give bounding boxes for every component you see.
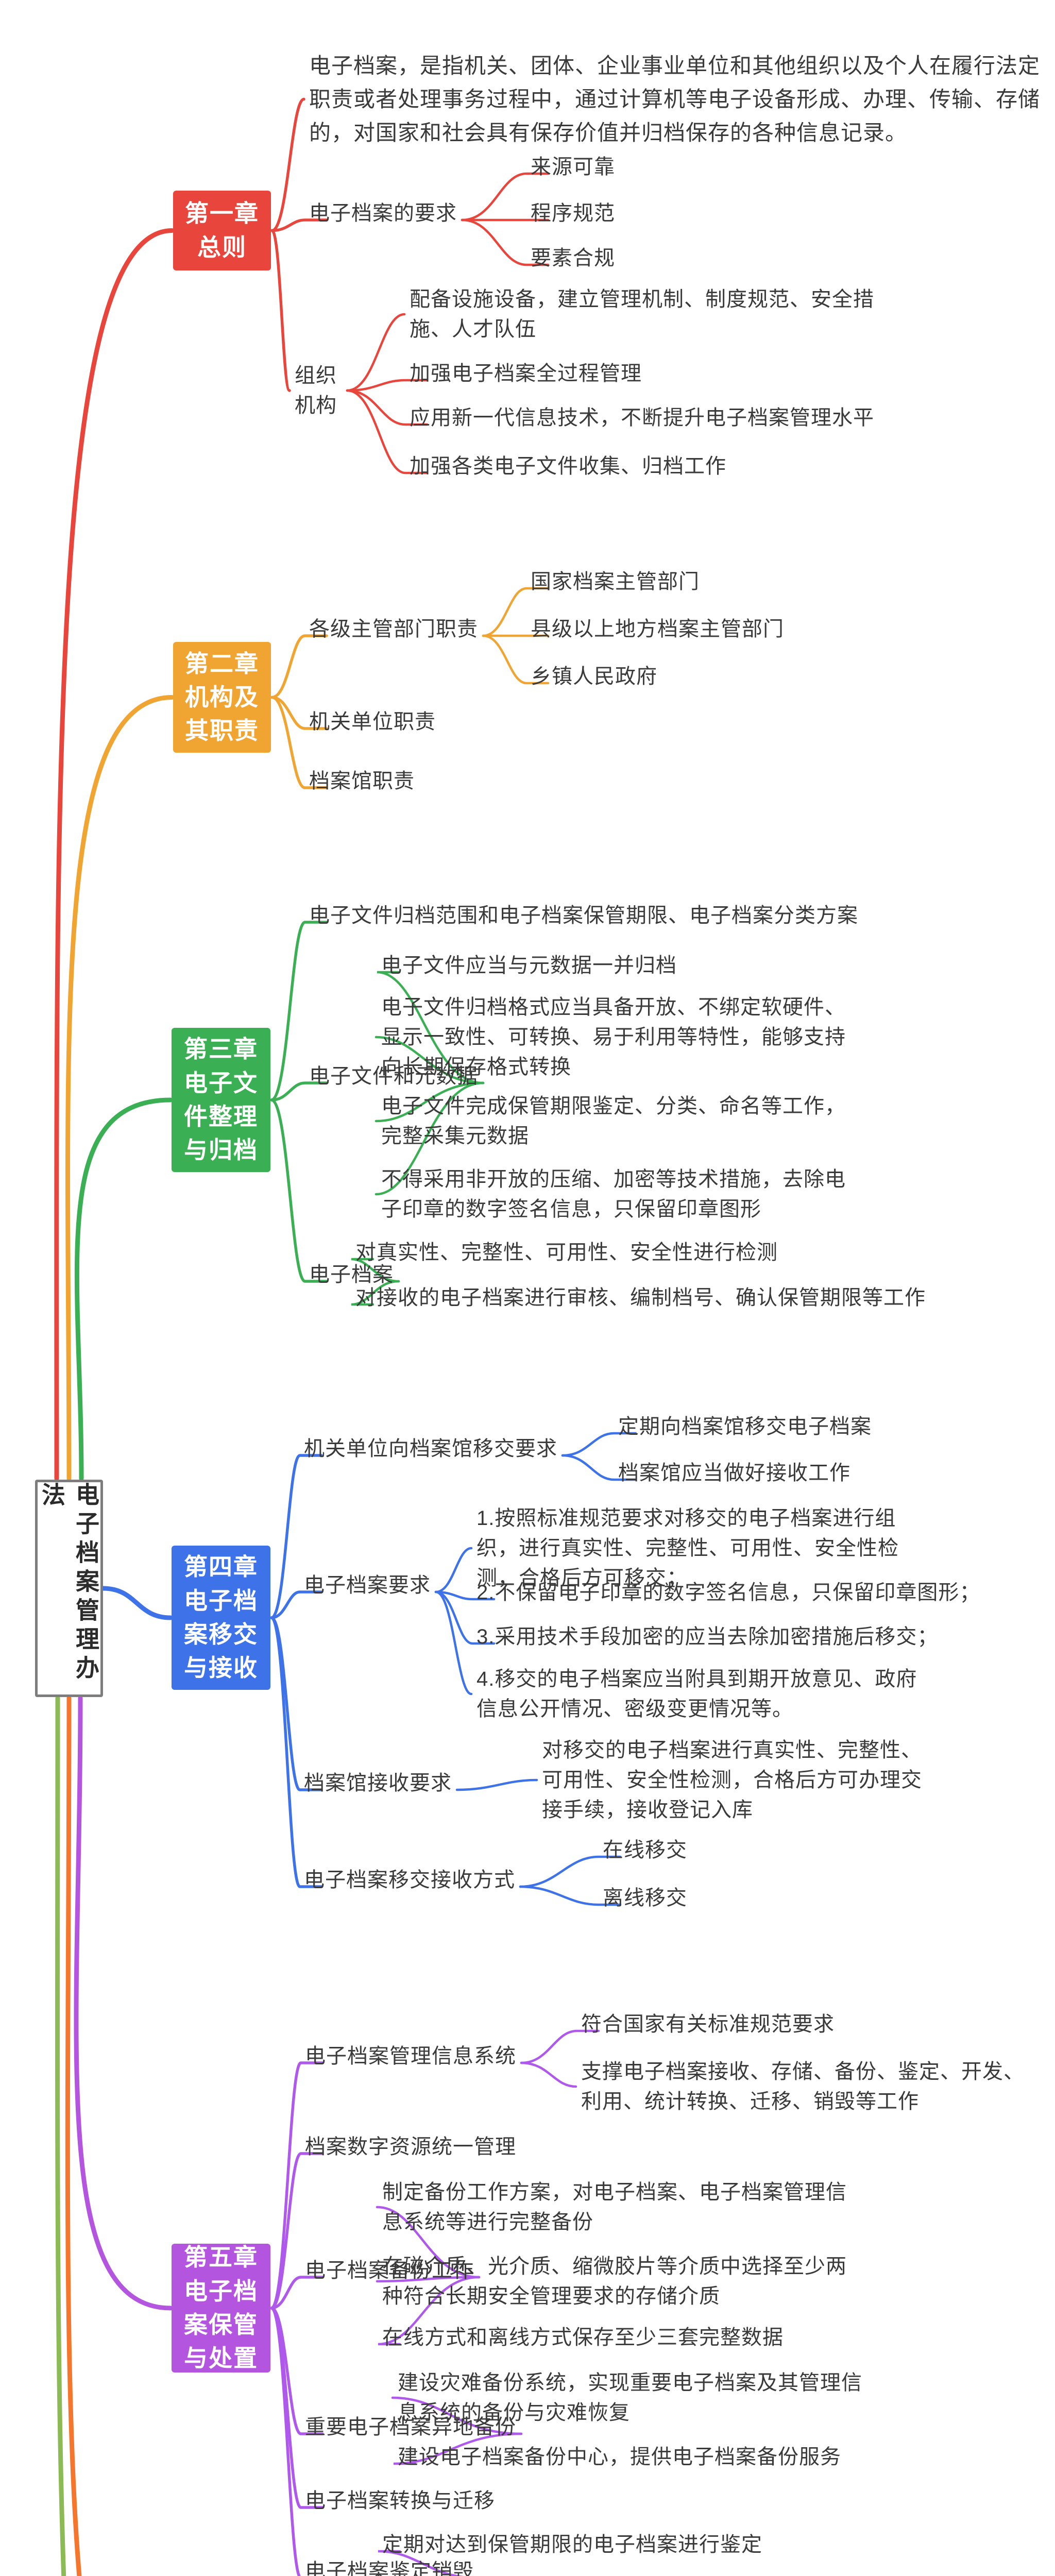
ch4-transfer-label[interactable]: 机关单位向档案馆移交要求	[304, 1437, 557, 1460]
ch2-archive-duty[interactable]: 档案馆职责	[309, 770, 415, 792]
ch5-backup-label[interactable]: 电子档案备份工作	[305, 2259, 474, 2282]
ch2-department-item[interactable]: 国家档案主管部门	[531, 570, 700, 593]
chapter-5-node[interactable]: 第五章电子档案保管与处置	[172, 2244, 270, 2372]
chapter-3-node[interactable]: 第三章电子文件整理与归档	[172, 1028, 270, 1172]
ch4-receiving-item[interactable]: 对移交的电子档案进行真实性、完整性、可用性、安全性检测，合格后方可办理交接手续，…	[542, 1739, 922, 1821]
ch3-earchive-label[interactable]: 电子档案	[309, 1263, 394, 1286]
ch4-method-item[interactable]: 离线移交	[603, 1887, 687, 1909]
ch4-methods-label[interactable]: 电子档案移交接收方式	[304, 1869, 515, 1891]
ch3-metadata-item[interactable]: 电子文件应当与元数据一并归档	[381, 954, 677, 977]
ch3-earchive-item[interactable]: 对真实性、完整性、可用性、安全性进行检测	[355, 1241, 778, 1264]
ch5-offsite-item[interactable]: 建设灾难备份系统，实现重要电子档案及其管理信息系统的备份与灾难恢复	[398, 2371, 862, 2424]
ch1-requirement-item[interactable]: 要素合规	[531, 247, 615, 269]
ch4-requirement-item[interactable]: 3.采用技术手段加密的应当去除加密措施后移交；	[477, 1625, 939, 1648]
ch1-organization-item[interactable]: 加强电子档案全过程管理	[410, 362, 642, 385]
ch5-offsite-label[interactable]: 重要电子档案异地备份	[305, 2416, 516, 2438]
ch1-organization-item[interactable]: 应用新一代信息技术，不断提升电子档案管理水平	[410, 406, 874, 429]
ch4-requirement-item[interactable]: 1.按照标准规范要求对移交的电子档案进行组织，进行真实性、完整性、可用性、安全性…	[477, 1507, 899, 1589]
ch5-backup-item[interactable]: 在磁介质、光介质、缩微胶片等介质中选择至少两种符合长期安全管理要求的存储介质	[382, 2255, 847, 2308]
ch4-requirement-item[interactable]: 4.移交的电子档案应当附具到期开放意见、政府信息公开情况、密级变更情况等。	[477, 1668, 917, 1720]
ch5-system-label[interactable]: 电子档案管理信息系统	[305, 2045, 516, 2067]
ch3-scope[interactable]: 电子文件归档范围和电子档案保管期限、电子档案分类方案	[309, 904, 858, 927]
ch4-transfer-item[interactable]: 定期向档案馆移交电子档案	[618, 1415, 872, 1438]
ch5-backup-item[interactable]: 在线方式和离线方式保存至少三套完整数据	[382, 2326, 784, 2349]
chapter-4-node[interactable]: 第四章电子档案移交与接收	[172, 1546, 270, 1690]
ch2-departments-label[interactable]: 各级主管部门职责	[309, 618, 478, 640]
ch3-metadata-item[interactable]: 电子文件归档格式应当具备开放、不绑定软硬件、显示一致性、可转换、易于利用等特性，…	[381, 996, 846, 1078]
ch1-requirement-item[interactable]: 程序规范	[531, 202, 615, 225]
ch5-conversion-migration[interactable]: 电子档案转换与迁移	[305, 2489, 495, 2512]
ch5-unified-management[interactable]: 档案数字资源统一管理	[305, 2136, 516, 2158]
ch4-receiving-label[interactable]: 档案馆接收要求	[304, 1772, 452, 1794]
ch1-requirements-label[interactable]: 电子档案的要求	[309, 202, 457, 225]
ch5-system-item[interactable]: 符合国家有关标准规范要求	[581, 2013, 835, 2036]
ch5-offsite-item[interactable]: 建设电子档案备份中心，提供电子档案备份服务	[398, 2446, 841, 2468]
ch3-metadata-item[interactable]: 不得采用非开放的压缩、加密等技术措施，去除电子印章的数字签名信息，只保留印章图形	[381, 1168, 846, 1221]
ch3-metadata-label[interactable]: 电子文件和元数据	[309, 1065, 478, 1088]
central-topic[interactable]: 电子档案管理办法	[35, 1480, 103, 1697]
chapter-2-node[interactable]: 第二章机构及其职责	[173, 642, 271, 753]
ch4-requirement-item[interactable]: 2.不保留电子印章的数字签名信息，只保留印章图形；	[477, 1581, 981, 1604]
ch1-organization-item[interactable]: 加强各类电子文件收集、归档工作	[410, 455, 726, 478]
ch1-organization-label[interactable]: 组织机构	[295, 364, 337, 417]
ch1-requirement-item[interactable]: 来源可靠	[531, 156, 615, 178]
ch2-organ-duty[interactable]: 机关单位职责	[309, 710, 436, 733]
ch5-system-item[interactable]: 支撑电子档案接收、存储、备份、鉴定、开发、利用、统计转换、迁移、销毁等工作	[581, 2060, 1025, 2113]
ch4-requirements-label[interactable]: 电子档案要求	[304, 1574, 431, 1597]
ch3-metadata-item[interactable]: 电子文件完成保管期限鉴定、分类、命名等工作，完整采集元数据	[381, 1095, 846, 1147]
ch5-backup-item[interactable]: 制定备份工作方案，对电子档案、电子档案管理信息系统等进行完整备份	[382, 2181, 847, 2233]
ch5-appraisal-item[interactable]: 定期对达到保管期限的电子档案进行鉴定	[382, 2533, 762, 2556]
chapter-1-node[interactable]: 第一章总则	[173, 191, 271, 270]
ch2-department-item[interactable]: 乡镇人民政府	[531, 665, 657, 688]
ch1-definition[interactable]: 电子档案，是指机关、团体、企业事业单位和其他组织以及个人在履行法定职责或者处理事…	[309, 54, 1041, 145]
ch1-organization-item[interactable]: 配备设施设备，建立管理机制、制度规范、安全措施、人才队伍	[410, 288, 874, 341]
ch5-appraisal-label[interactable]: 电子档案鉴定销毁	[305, 2560, 474, 2576]
ch4-method-item[interactable]: 在线移交	[603, 1839, 687, 1861]
ch4-transfer-item[interactable]: 档案馆应当做好接收工作	[618, 1462, 850, 1484]
ch3-earchive-item[interactable]: 对接收的电子档案进行审核、编制档号、确认保管期限等工作	[355, 1286, 926, 1309]
ch2-department-item[interactable]: 县级以上地方档案主管部门	[531, 618, 784, 640]
